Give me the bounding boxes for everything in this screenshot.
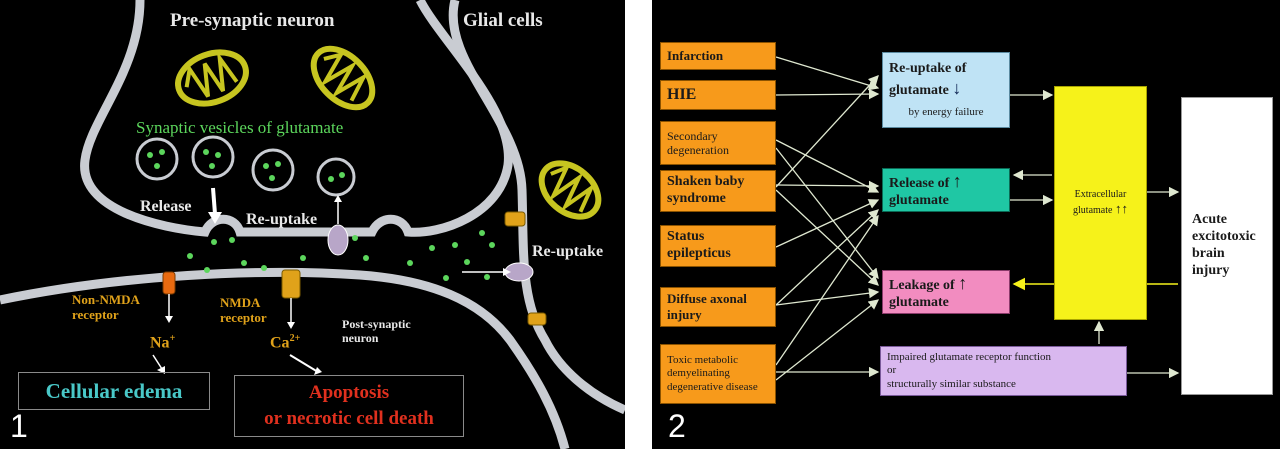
label-nonnmda-line2: receptor [72,306,119,322]
label-reuptake-right: Re-uptake [532,243,604,260]
arrow-down-icon: ↓ [952,77,962,98]
release-arrow [211,187,217,215]
mitochondrion-left [175,49,249,107]
label-na-sup: + [169,333,176,344]
title-glial: Glial cells [463,10,543,31]
apoptosis-line2: or necrotic cell death [264,407,434,429]
reuptake-line3: by energy failure [908,105,984,118]
label-reuptake-left: Re-uptake [246,211,318,228]
box-impaired: Impaired glutamate receptor function or … [880,346,1127,396]
label-release: Release [140,198,192,215]
label-ca-text: Ca [270,334,290,352]
impaired-line1: Impaired glutamate receptor function [887,351,1052,364]
nmda-receptor [281,269,301,299]
synapse-panel: Pre-synaptic neuron Glial cells Synaptic… [0,0,625,449]
label-postsynaptic: Post-synaptic neuron [342,317,411,346]
label-nmda-line2: receptor [220,309,267,325]
release-line1-row: Release of ↑ [889,171,1003,193]
cleft-glutamate [187,230,495,281]
label-nmda-line1: NMDA [220,295,261,310]
label-nonnmda-line1: Non-NMDA [72,292,140,307]
extracellular-line2-row: glutamate ↑↑ [1073,201,1128,217]
box-apoptosis: Apoptosis or necrotic cell death [234,375,464,437]
box-cellular-edema: Cellular edema [18,372,210,410]
impaired-line2: or [887,364,897,377]
leakage-line1: Leakage of [889,277,955,293]
apoptosis-line1: Apoptosis [308,382,390,403]
cause-infarction: Infarction [660,42,776,70]
label-ca: Ca2+ [270,333,300,353]
box-reuptake: Re-uptake of glutamate ↓ by energy failu… [882,52,1010,128]
cause-shaken-baby: Shaken baby syndrome [660,170,776,212]
presynaptic-transporter [327,224,349,256]
panel-number-1: 1 [10,408,28,444]
cause-secondary-degeneration: Secondary degeneration [660,121,776,165]
leakage-line1-row: Leakage of ↑ [889,273,1003,295]
release-line1: Release of [889,175,950,191]
vesicle-glutamate [147,149,345,182]
glial-receptors [504,211,547,326]
cause-status-epilepticus: Status epilepticus [660,225,776,267]
panel-number-2: 2 [668,408,686,444]
reuptake-line2-row: glutamate ↓ [889,78,1003,100]
reuptake-line1: Re-uptake of [889,61,967,77]
arrow-up-icon: ↑ [958,272,968,293]
label-vesicles: Synaptic vesicles of glutamate [136,118,344,137]
leakage-line2: glutamate [889,294,949,310]
extracellular-line2: glutamate [1073,205,1113,216]
label-post-line1: Post-synaptic [342,317,411,331]
label-nmda: NMDA receptor [220,295,267,326]
arrow-up-icon: ↑ [952,170,962,191]
release-line2: glutamate [889,192,949,208]
box-release: Release of ↑ glutamate [882,168,1010,212]
label-na: Na+ [150,333,175,353]
mitochondrion-center [310,45,376,111]
title-presynaptic: Pre-synaptic neuron [170,10,335,31]
synapse-illustration [0,0,625,449]
label-nonnmda: Non-NMDA receptor [72,292,140,323]
mitochondrion-glial [538,160,602,220]
cause-toxic-metabolic: Toxic metabolic demyelinating degenerati… [660,344,776,404]
label-ca-sup: 2+ [289,333,301,344]
postsynaptic-membrane [0,267,570,449]
reuptake-line2: glutamate [889,82,949,98]
flowchart-arrows [775,56,1180,381]
cause-hie: HIE [660,80,776,110]
flowchart-panel: Infarction HIE Secondary degeneration Sh… [652,0,1280,449]
label-post-line2: neuron [342,330,379,345]
box-extracellular: Extracellular glutamate ↑↑ [1054,86,1147,320]
double-arrow-up-icon: ↑↑ [1114,201,1128,216]
vesicles [135,135,356,197]
nonnmda-receptor [162,271,176,295]
impaired-line3: structurally similar substance [887,377,1016,390]
box-outcome: Acute excitotoxic brain injury [1181,97,1273,395]
cause-diffuse-axonal: Diffuse axonal injury [660,287,776,327]
label-na-text: Na [150,334,170,352]
glial-membrane [448,0,625,415]
extracellular-line1: Extracellular [1074,189,1127,200]
box-leakage: Leakage of ↑ glutamate [882,270,1010,314]
